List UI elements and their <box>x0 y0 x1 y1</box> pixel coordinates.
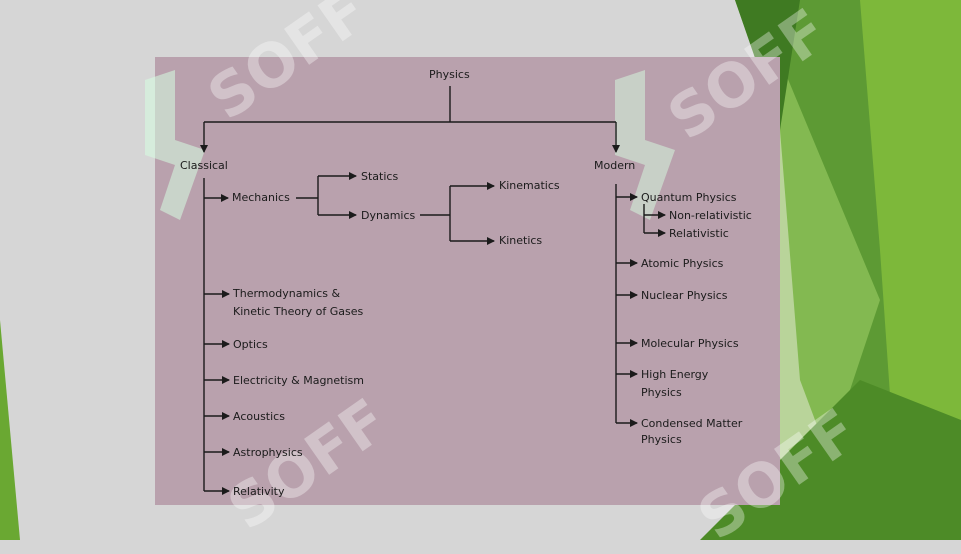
green-shape-mid <box>860 0 961 540</box>
node-astrophysics: Astrophysics <box>233 446 303 459</box>
node-electricity-magnetism: Electricity & Magnetism <box>233 374 364 387</box>
node-condensed-matter-line2: Physics <box>641 433 682 446</box>
node-optics: Optics <box>233 338 268 351</box>
node-relativistic: Relativistic <box>669 227 729 240</box>
node-kinetics: Kinetics <box>499 234 542 247</box>
node-high-energy-line2: Physics <box>641 386 682 399</box>
node-thermodynamics-line1: Thermodynamics & <box>232 287 340 300</box>
root-connectors <box>200 86 620 153</box>
node-physics: Physics <box>429 68 470 81</box>
node-atomic-physics: Atomic Physics <box>641 257 724 270</box>
node-mechanics: Mechanics <box>232 191 290 204</box>
node-high-energy-line1: High Energy <box>641 368 709 381</box>
node-condensed-matter-line1: Condensed Matter <box>641 417 743 430</box>
node-statics: Statics <box>361 170 398 183</box>
green-shape-left <box>0 320 20 540</box>
node-nuclear-physics: Nuclear Physics <box>641 289 728 302</box>
node-acoustics: Acoustics <box>233 410 285 423</box>
node-classical: Classical <box>180 159 228 172</box>
physics-tree-diagram: Physics Classical Mechanics Statics Dyna… <box>180 68 752 498</box>
node-thermodynamics-line2: Kinetic Theory of Gases <box>233 305 364 318</box>
node-kinematics: Kinematics <box>499 179 560 192</box>
modern-connectors <box>615 184 666 427</box>
node-molecular-physics: Molecular Physics <box>641 337 739 350</box>
node-quantum-physics: Quantum Physics <box>641 191 737 204</box>
diagram-panel <box>155 57 780 505</box>
node-dynamics: Dynamics <box>361 209 416 222</box>
classical-connectors <box>203 172 495 495</box>
green-shape-light <box>730 60 880 540</box>
node-non-relativistic: Non-relativistic <box>669 209 752 222</box>
node-modern: Modern <box>594 159 635 172</box>
node-relativity: Relativity <box>233 485 285 498</box>
